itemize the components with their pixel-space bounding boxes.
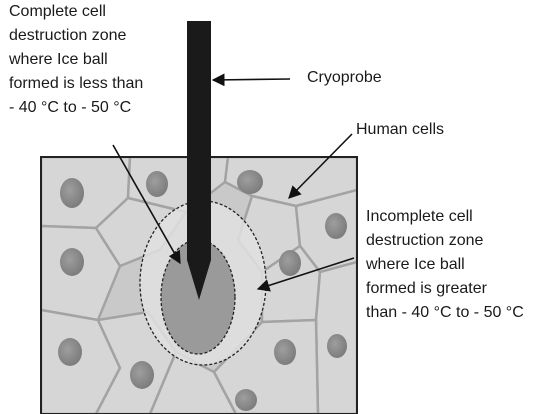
incomplete-zone-line: where Ice ball xyxy=(366,253,524,277)
nucleus xyxy=(274,339,296,365)
cryoprobe-arrow xyxy=(213,79,290,80)
incomplete-zone-line: formed is greater xyxy=(366,277,524,301)
cryoprobe-label: Cryoprobe xyxy=(307,66,382,90)
nucleus xyxy=(146,171,168,197)
nucleus xyxy=(327,334,347,358)
nucleus xyxy=(325,213,347,239)
incomplete-zone-line: destruction zone xyxy=(366,229,524,253)
nucleus xyxy=(235,389,257,411)
incomplete-zone-label: Incomplete cell destruction zone where I… xyxy=(366,205,524,325)
complete-zone-line: where Ice ball xyxy=(9,48,143,72)
nucleus xyxy=(58,338,82,366)
nucleus xyxy=(279,250,301,276)
nucleus xyxy=(130,361,154,389)
human-cells-label: Human cells xyxy=(356,118,444,142)
complete-zone-line: formed is less than xyxy=(9,72,143,96)
nucleus xyxy=(237,170,263,194)
cryoprobe-shaft xyxy=(187,21,211,300)
nucleus xyxy=(60,178,84,208)
complete-zone-line: Complete cell xyxy=(9,0,143,24)
complete-zone-label: Complete cell destruction zone where Ice… xyxy=(9,0,143,120)
incomplete-zone-line: than - 40 °C to - 50 °C xyxy=(366,301,524,325)
complete-zone-line: - 40 °C to - 50 °C xyxy=(9,96,143,120)
incomplete-zone-line: Incomplete cell xyxy=(366,205,524,229)
nucleus xyxy=(60,248,84,276)
complete-zone-line: destruction zone xyxy=(9,24,143,48)
